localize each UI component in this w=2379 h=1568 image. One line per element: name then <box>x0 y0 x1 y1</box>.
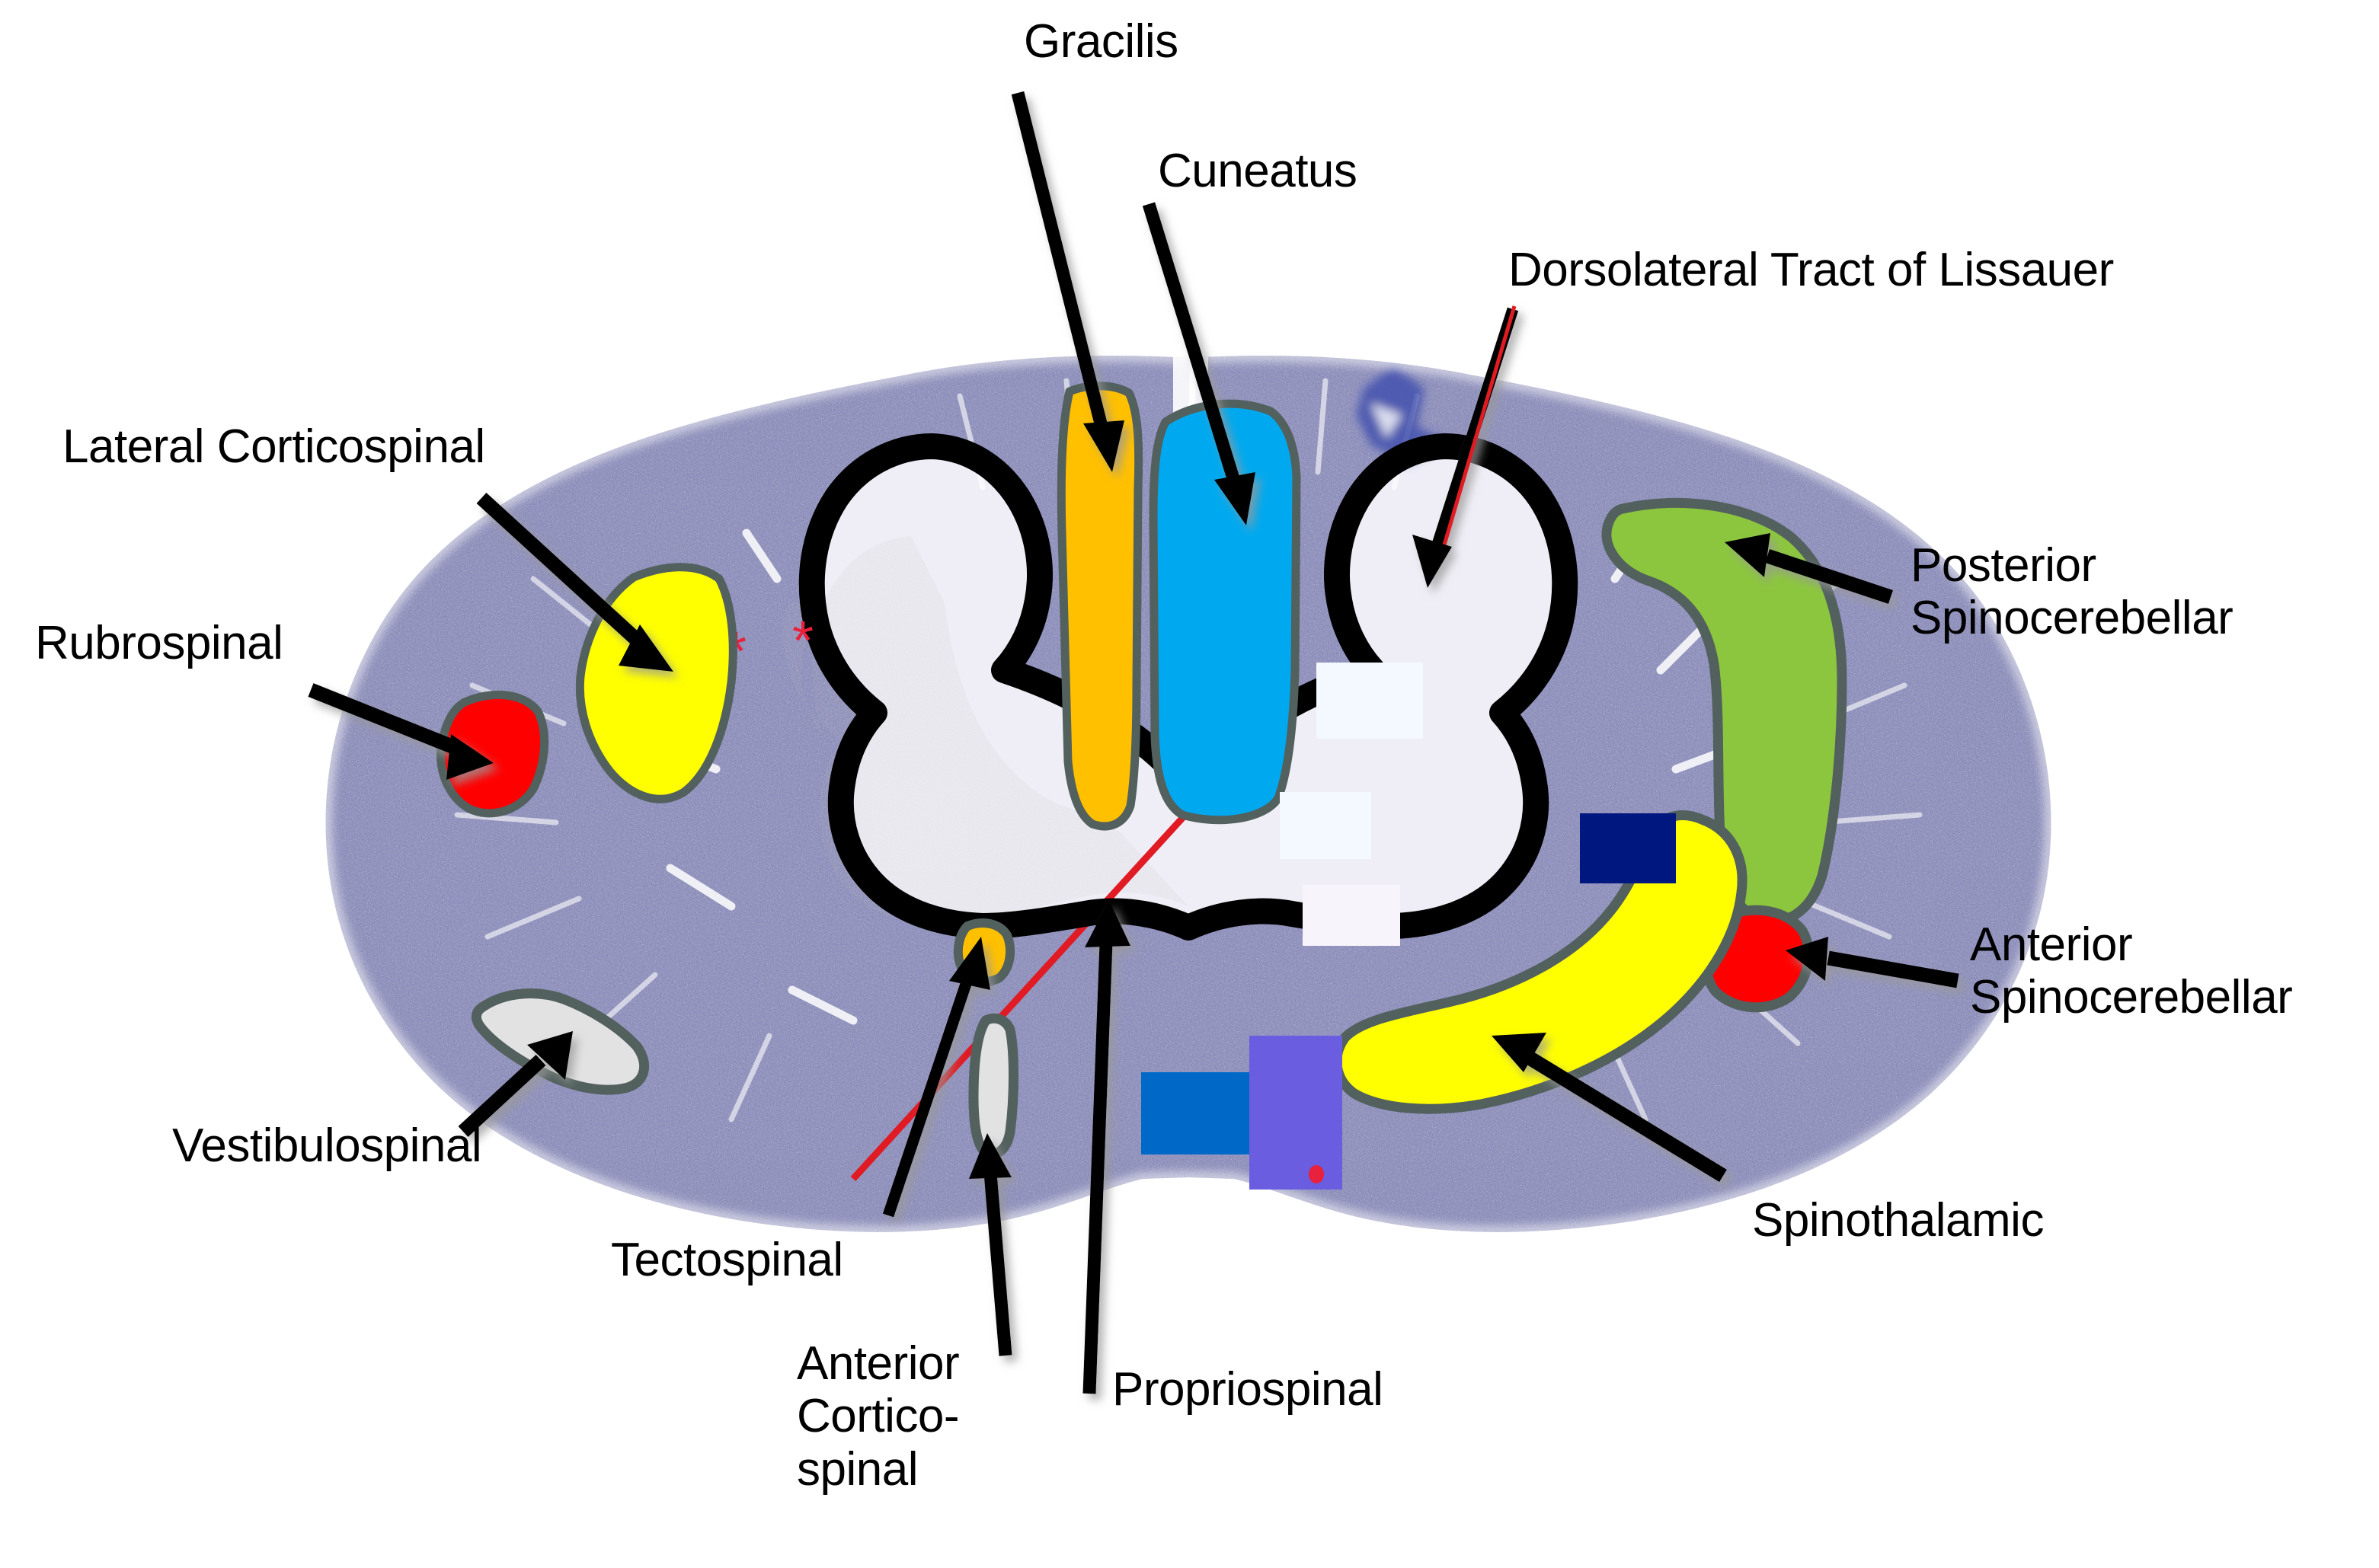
label-posterior-spinocerebellar-line1: Posterior <box>1911 539 2096 592</box>
arrow-anterior-spinocerebellar <box>1786 937 1959 988</box>
label-spinothalamic[interactable]: Spinothalamic <box>1752 1194 2044 1247</box>
tract-blue-patch-lateral[interactable] <box>1141 1072 1249 1154</box>
label-vestibulospinal[interactable]: Vestibulospinal <box>172 1119 482 1172</box>
arrow-vestibulospinal <box>458 1031 573 1137</box>
label-rubrospinal[interactable]: Rubrospinal <box>35 617 283 669</box>
label-anterior-spinocerebellar-line1: Anterior <box>1970 918 2133 971</box>
label-lateral-corticospinal[interactable]: Lateral Corticospinal <box>62 420 485 473</box>
unlabeled-patch-2 <box>1280 792 1371 859</box>
arrow-posterior-spinocerebellar <box>1725 533 1894 605</box>
label-posterior-spinocerebellar-line2: Spinocerebellar <box>1911 592 2234 645</box>
tract-anterior-corticospinal[interactable] <box>968 1013 1018 1160</box>
arrow-tectospinal <box>882 937 990 1218</box>
label-anterior-spinocerebellar-line2: Spinocerebellar <box>1970 971 2293 1024</box>
label-cuneatus[interactable]: Cuneatus <box>1158 145 1357 197</box>
tract-gracilis[interactable] <box>1057 382 1143 831</box>
label-tectospinal[interactable]: Tectospinal <box>611 1234 843 1286</box>
unlabeled-patch-3 <box>1303 885 1400 946</box>
label-anterior-corticospinal-line3: spinal <box>797 1442 919 1496</box>
label-propriospinal[interactable]: Propriospinal <box>1112 1363 1383 1416</box>
tract-spinothalamic[interactable] <box>1332 810 1747 1114</box>
arrow-spinothalamic <box>1492 1033 1727 1183</box>
label-anterior-corticospinal-line2: Cortico- <box>797 1390 960 1443</box>
tissue-red-fleck <box>1309 1165 1324 1183</box>
asterisk-marker-2: * <box>792 611 814 672</box>
arrow-rubrospinal <box>308 683 494 780</box>
label-gracilis[interactable]: Gracilis <box>1024 15 1178 68</box>
tract-blue-patch-medial[interactable] <box>1249 1036 1342 1190</box>
tract-reticulospinal-patch[interactable] <box>1580 813 1676 883</box>
label-dorsolateral-tract-of-lissauer[interactable]: Dorsolateral Tract of Lissauer <box>1508 244 2114 296</box>
unlabeled-patch-1 <box>1316 663 1423 739</box>
arrow-dorsolateral-tract-of-lissauer <box>1412 305 1519 588</box>
tract-cuneatus[interactable] <box>1149 399 1301 825</box>
arrow-anterior-corticospinal <box>969 1133 1012 1356</box>
label-anterior-corticospinal-line1: Anterior <box>797 1337 960 1390</box>
arrow-gracilis <box>1011 91 1124 472</box>
leader-arrows <box>308 91 1959 1394</box>
arrow-lateral-corticospinal <box>476 492 673 672</box>
anterior-median-fissure <box>850 812 1188 1182</box>
arrow-cuneatus <box>1142 202 1255 525</box>
arrow-propriospinal <box>1082 900 1130 1394</box>
